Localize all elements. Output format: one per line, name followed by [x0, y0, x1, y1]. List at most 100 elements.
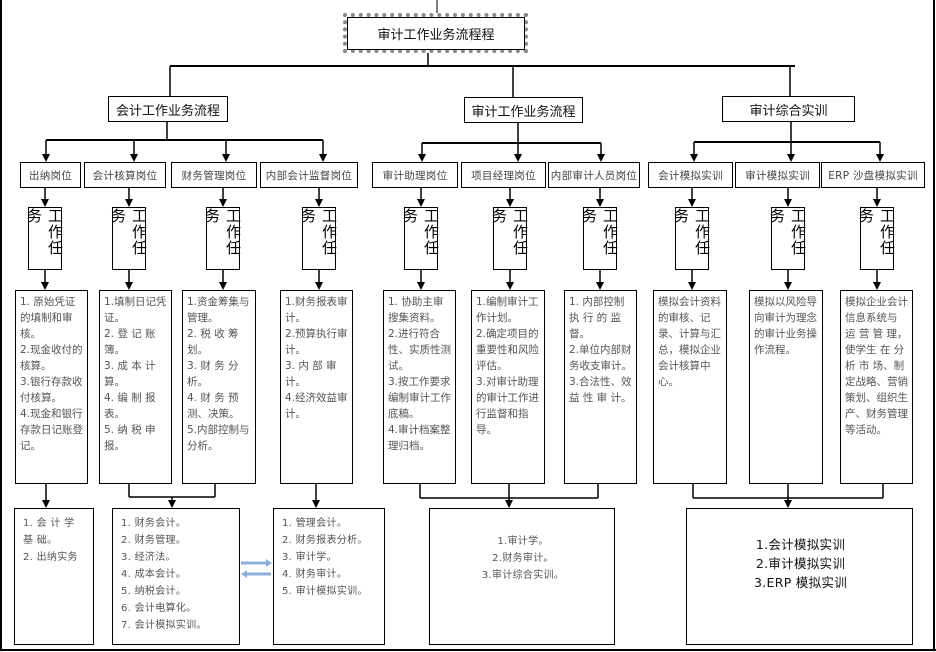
task-item: 1.编制审计工作计划。	[476, 296, 539, 324]
post-box: 审计模拟实训	[735, 162, 820, 188]
arrowhead-icon	[873, 282, 881, 290]
arrowhead-icon	[418, 154, 426, 162]
work-task-label: 工作任务	[857, 208, 896, 256]
work-task-label: 工作任务	[768, 208, 807, 256]
task-item: 2.确定项目的重要性和风险评估。	[476, 328, 539, 372]
task-item: 模拟会计资料的审核、记录、计算与汇总，模拟企业会计核算中心。	[658, 296, 721, 388]
task-detail-box: 模拟会计资料的审核、记录、计算与汇总，模拟企业会计核算中心。	[653, 290, 727, 484]
arrowhead-icon	[315, 199, 323, 207]
arrowhead-icon	[219, 199, 227, 207]
work-task-label: 工作任务	[109, 208, 148, 256]
post-title: 内部审计人员岗位	[550, 169, 638, 182]
task-item: 3.银行存款收付核算。	[20, 376, 83, 404]
course-item: 4. 成本会计。	[121, 569, 187, 580]
work-task-label: 工作任务	[490, 208, 529, 256]
task-item: 1. 原始凭证的填制和审核。	[20, 296, 76, 340]
task-item: 1. 协助主审搜集资料。	[388, 296, 444, 324]
task-item: 3. 成 本 计 算。	[104, 360, 156, 388]
arrowhead-icon	[41, 282, 49, 290]
post-box: 项目经理岗位	[461, 162, 546, 188]
course-box: 1. 财务会计。2. 财务管理。3. 经济法。4. 成本会计。5. 纳税会计。6…	[112, 508, 240, 645]
task-item: 1.填制日记凭证。	[104, 296, 167, 324]
post-title: 审计模拟实训	[745, 169, 810, 182]
task-detail-box: 模拟企业会计信息系统与 运 营 管 理，使学生 在 分 析 市 场、制定战略、营…	[840, 290, 913, 484]
arrowhead-icon	[41, 199, 49, 207]
work-task-box: 工作任务	[401, 207, 440, 270]
course-item: 2.财务审计。	[492, 553, 554, 564]
work-task-box: 工作任务	[490, 207, 529, 270]
arrowhead-icon	[42, 500, 50, 508]
post-title: 项目经理岗位	[471, 169, 536, 182]
arrowhead-icon	[130, 154, 138, 162]
course-box: 1. 会 计 学 基 础。2. 出纳实务	[14, 508, 94, 645]
category-audit-training: 审计综合实训	[722, 96, 855, 122]
work-task-box: 工作任务	[203, 207, 242, 270]
work-task-label: 工作任务	[401, 208, 440, 256]
arrowhead-icon	[505, 500, 513, 508]
course-item: 1.会计模拟实训	[755, 537, 846, 552]
course-item: 5. 纳税会计。	[121, 586, 187, 597]
arrowhead-icon	[514, 154, 522, 162]
course-item: 6. 会计电算化。	[121, 603, 197, 614]
work-task-label: 工作任务	[672, 208, 711, 256]
arrow-right-icon	[266, 559, 272, 567]
arrow-left-icon	[241, 570, 247, 578]
task-item: 4.经济效益审计。	[285, 392, 348, 420]
post-title: ERP 沙盘模拟实训	[828, 169, 918, 182]
arrowhead-icon	[125, 199, 133, 207]
root-title-box[interactable]: 审计工作业务流程程	[347, 17, 525, 50]
work-task-box: 工作任务	[109, 207, 148, 270]
work-task-label: 工作任务	[299, 208, 338, 256]
work-task-box: 工作任务	[25, 207, 64, 270]
task-item: 3.对审计助理的审计工作进行监督和指导。	[476, 376, 539, 436]
arrowhead-icon	[319, 154, 327, 162]
post-title: 财务管理岗位	[181, 169, 247, 182]
work-task-label: 工作任务	[580, 208, 619, 256]
arrowhead-icon	[168, 500, 176, 508]
course-item: 2. 财务报表分析。	[282, 535, 368, 546]
arrowhead-icon	[597, 154, 605, 162]
task-item: 模拟企业会计信息系统与 运 营 管 理，使学生 在 分 析 市 场、制定战略、营…	[845, 296, 908, 436]
category-accounting-workflow: 会计工作业务流程	[108, 96, 228, 122]
post-box: 会计核算岗位	[84, 162, 166, 188]
task-item: 4. 编 制 报 表。	[104, 392, 156, 420]
arrowhead-icon	[417, 199, 425, 207]
post-box: 会计模拟实训	[648, 162, 733, 188]
arrowhead-icon	[506, 199, 514, 207]
arrowhead-icon	[876, 154, 884, 162]
task-item: 3. 内 部 审 计。	[285, 360, 337, 388]
task-detail-box: 1. 原始凭证的填制和审核。2.现金收付的核算。3.银行存款收付核算。4.现金和…	[15, 290, 88, 484]
arrowhead-icon	[787, 154, 795, 162]
task-detail-box: 1.财务报表审计。2.预算执行审计。3. 内 部 审 计。4.经济效益审计。	[280, 290, 353, 484]
task-item: 2.现金收付的核算。	[20, 344, 83, 372]
course-item: 4. 财务审计。	[282, 569, 348, 580]
selection-frame[interactable]	[343, 13, 528, 53]
post-title: 审计助理岗位	[382, 169, 448, 182]
post-box: 内部会计监督岗位	[260, 162, 358, 188]
post-box: 内部审计人员岗位	[548, 162, 640, 188]
arrowhead-icon	[784, 500, 792, 508]
post-title: 出纳岗位	[28, 169, 73, 182]
task-item: 2.单位内部财务收支审计。	[569, 344, 632, 372]
task-item: 5.内部控制与分析。	[187, 424, 250, 452]
arrowhead-icon	[596, 199, 604, 207]
arrowhead-icon	[222, 154, 230, 162]
post-box: ERP 沙盘模拟实训	[821, 162, 925, 188]
course-item: 1.审计学。	[497, 536, 549, 547]
post-box: 出纳岗位	[20, 162, 81, 188]
arrowhead-icon	[315, 282, 323, 290]
task-item: 模拟以风险导向审计为理念的审计业务操作流程。	[754, 296, 817, 356]
task-item: 2. 登 记 账 簿。	[104, 328, 156, 356]
course-item: 2. 财务管理。	[121, 535, 187, 546]
work-task-label: 工作任务	[203, 208, 242, 256]
arrowhead-icon	[219, 282, 227, 290]
post-title: 会计模拟实训	[658, 169, 723, 182]
category-audit-workflow: 审计工作业务流程	[464, 97, 583, 123]
task-item: 5. 纳 税 申 报。	[104, 424, 156, 452]
task-item: 3. 财 务 分 析。	[187, 360, 239, 388]
arrowhead-icon	[506, 282, 514, 290]
arrowhead-icon	[596, 282, 604, 290]
